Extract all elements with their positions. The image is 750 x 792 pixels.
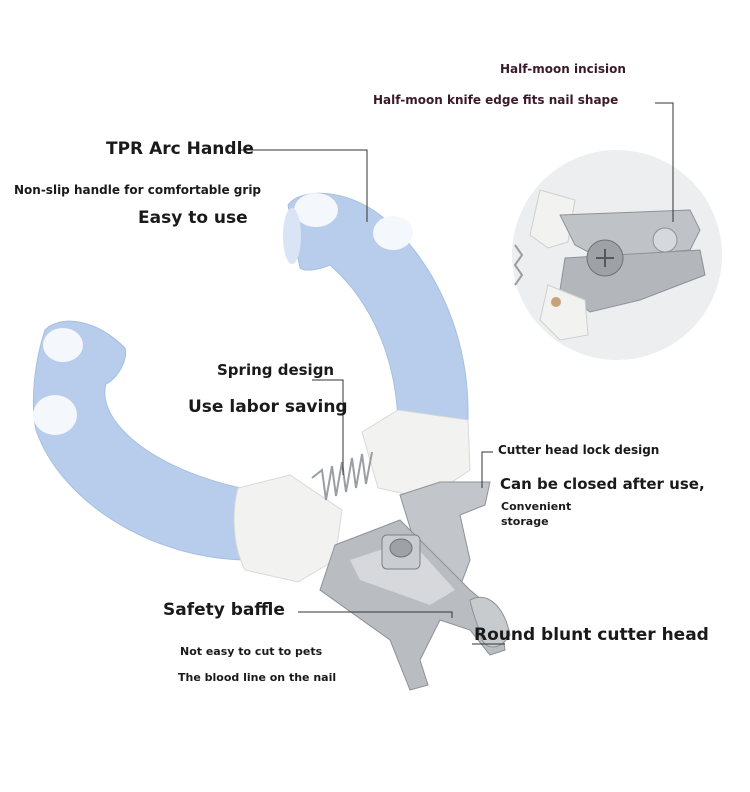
spring bbox=[311, 451, 373, 501]
safety-desc-2: The blood line on the nail bbox=[178, 671, 337, 684]
half-moon-desc: Half-moon knife edge fits nail shape bbox=[373, 93, 619, 107]
upper-handle-dot bbox=[294, 193, 338, 227]
lower-handle-dot bbox=[33, 395, 77, 435]
spring-title: Spring design bbox=[217, 361, 335, 379]
round-title: Round blunt cutter head bbox=[474, 625, 709, 645]
lower-handle bbox=[32, 320, 251, 561]
upper-handle-cap bbox=[361, 409, 471, 496]
upper-handle-tip bbox=[283, 208, 301, 264]
lock-desc-2a: Convenient bbox=[501, 500, 572, 513]
upper-handle-dot bbox=[373, 216, 413, 250]
half-moon-title: Half-moon incision bbox=[500, 62, 626, 76]
lock-desc-2b: storage bbox=[501, 515, 549, 528]
safety-title: Safety baffle bbox=[163, 600, 285, 620]
detail-circle-content bbox=[513, 189, 706, 341]
safety-desc: Not easy to cut to pets bbox=[180, 645, 323, 658]
lower-handle-dot bbox=[43, 328, 83, 362]
lower-blade-shine bbox=[350, 540, 455, 605]
lock-title: Cutter head lock design bbox=[498, 443, 660, 457]
lower-handle-cap bbox=[233, 474, 343, 583]
bolt bbox=[381, 534, 421, 570]
leader-lines bbox=[238, 102, 674, 645]
tpr-desc-2: Easy to use bbox=[138, 208, 248, 228]
tpr-desc: Non-slip handle for comfortable grip bbox=[14, 183, 262, 197]
spring-desc: Use labor saving bbox=[188, 397, 348, 417]
lock-desc: Can be closed after use, bbox=[500, 475, 705, 493]
safety-baffle bbox=[469, 597, 511, 648]
tpr-title: TPR Arc Handle bbox=[106, 139, 254, 159]
